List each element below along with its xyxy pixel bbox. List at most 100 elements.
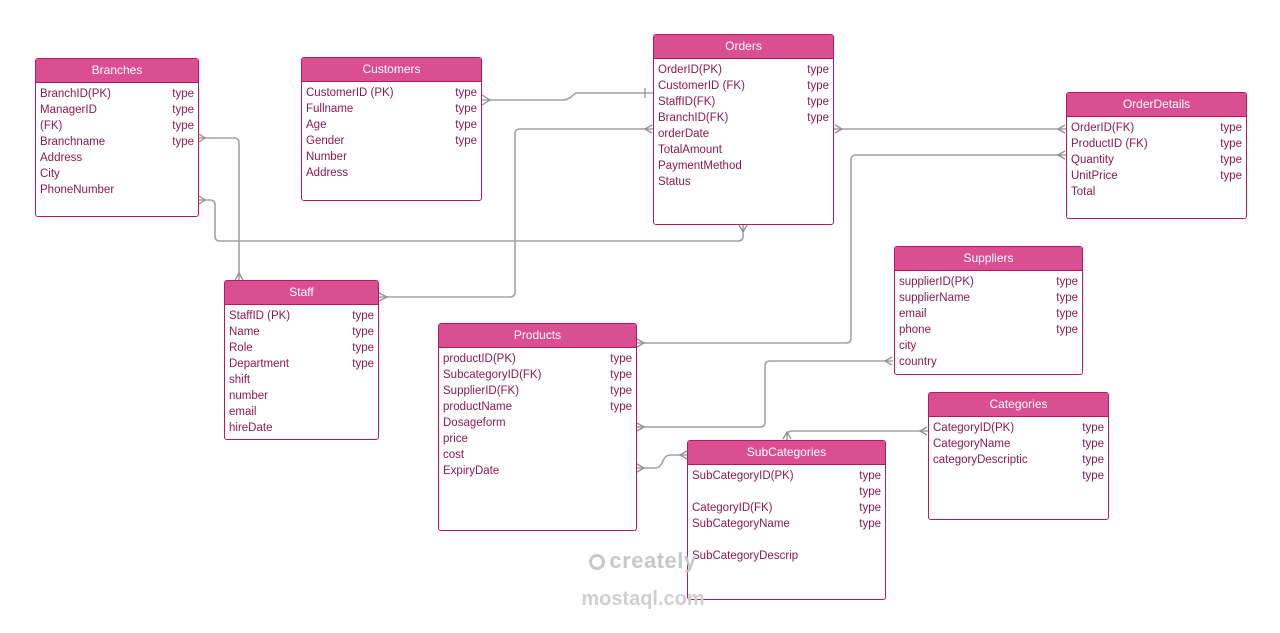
attribute-row: Total [1067, 184, 1246, 200]
attribute-row: country [895, 354, 1082, 370]
attribute-name: cost [443, 449, 465, 461]
attribute-name: TotalAmount [658, 144, 722, 156]
attribute-type: type [1220, 138, 1242, 150]
attribute-row: supplierID(PK)type [895, 274, 1082, 290]
attribute-row: TotalAmount [654, 142, 833, 158]
attribute-type: type [455, 135, 477, 147]
attribute-type: type [352, 310, 374, 322]
link-customers-orders [481, 92, 653, 101]
entity-title: Categories [929, 393, 1108, 417]
attribute-type: type [807, 96, 829, 108]
attribute-row: orderDate [654, 126, 833, 142]
watermark-brand: creately [558, 548, 728, 574]
creately-logo-icon [589, 554, 606, 570]
entity-title: Products [439, 324, 636, 348]
crowfoot-marker [1056, 124, 1066, 134]
attribute-row: (FK)type [36, 118, 198, 134]
attribute-name: OrderID(FK) [1071, 122, 1135, 134]
attribute-type: type [1220, 154, 1242, 166]
attribute-row: ManagerID type [36, 102, 198, 118]
attribute-name: productID(PK) [443, 353, 516, 365]
attribute-type: type [1082, 438, 1104, 450]
entity-title: Orders [654, 35, 833, 59]
attribute-name: (FK) [40, 120, 63, 132]
attribute-name: CategoryID(FK) [692, 502, 773, 514]
attribute-name: SubcategoryID(FK) [443, 369, 542, 381]
attribute-name: BranchID(PK) [40, 88, 111, 100]
attribute-type: type [1056, 324, 1078, 336]
attribute-row: StaffID(FK)type [654, 94, 833, 110]
watermark: creately mostaql.com [558, 548, 728, 620]
attribute-row: email [225, 404, 378, 420]
attribute-row: PaymentMethod [654, 158, 833, 174]
attribute-name: PhoneNumber [40, 184, 115, 196]
attribute-row: cost [439, 447, 636, 463]
attribute-name: number [229, 390, 268, 402]
attribute-type: type [1056, 292, 1078, 304]
entity-products[interactable]: Products productID(PK) type SubcategoryID(… [438, 323, 637, 531]
attribute-name: shift [229, 374, 251, 386]
attribute-name: UnitPrice [1071, 170, 1118, 182]
attribute-name: Gender [306, 135, 345, 147]
attribute-type: type [859, 518, 881, 530]
attribute-name: Age [306, 119, 327, 131]
crowfoot-marker [198, 195, 207, 205]
attribute-name: productName [443, 401, 513, 413]
attribute-name: Status [658, 176, 691, 188]
attribute-name: Number [306, 151, 347, 163]
attribute-type: type [610, 369, 632, 381]
attribute-type: type [1082, 470, 1104, 482]
attribute-row: SupplierID(FK)type [439, 383, 636, 399]
attribute-row: StaffID (PK)type [225, 308, 378, 324]
attribute-name: BranchID(FK) [658, 112, 729, 124]
attribute-type: type [455, 119, 477, 131]
attribute-name: SubCategoryID(PK) [692, 470, 794, 482]
crowfoot-marker [678, 450, 688, 460]
attribute-type: type [1082, 422, 1104, 434]
attribute-name: CategoryID(PK) [933, 422, 1015, 434]
attribute-row: price [439, 431, 636, 447]
attribute-row: Address [302, 165, 481, 181]
link-subcategories-categories [786, 430, 928, 440]
crowfoot-marker [738, 224, 748, 234]
attribute-row: Dosageform [439, 415, 636, 431]
attribute-type: type [172, 88, 194, 100]
attribute-row: shift [225, 372, 378, 388]
attribute-type: type [859, 502, 881, 514]
attribute-name: supplierID(PK) [899, 276, 974, 288]
attribute-name: email [899, 308, 927, 320]
attribute-row: CategoryID(FK) type [688, 500, 885, 516]
attribute-type: type [455, 87, 477, 99]
attribute-row: CustomerID (FK)type [654, 78, 833, 94]
attribute-name: ExpiryDate [443, 465, 500, 477]
attribute-type: type [172, 104, 194, 116]
attribute-row: OrderID(PK)type [654, 62, 833, 78]
attribute-name: Branchname [40, 136, 106, 148]
attribute-row: hireDate [225, 420, 378, 436]
attribute-type: type [352, 358, 374, 370]
attribute-row: ExpiryDate [439, 463, 636, 479]
attribute-name: ManagerID [40, 104, 97, 116]
link-products-subcategories [636, 454, 688, 469]
entity-title: Branches [36, 59, 198, 83]
